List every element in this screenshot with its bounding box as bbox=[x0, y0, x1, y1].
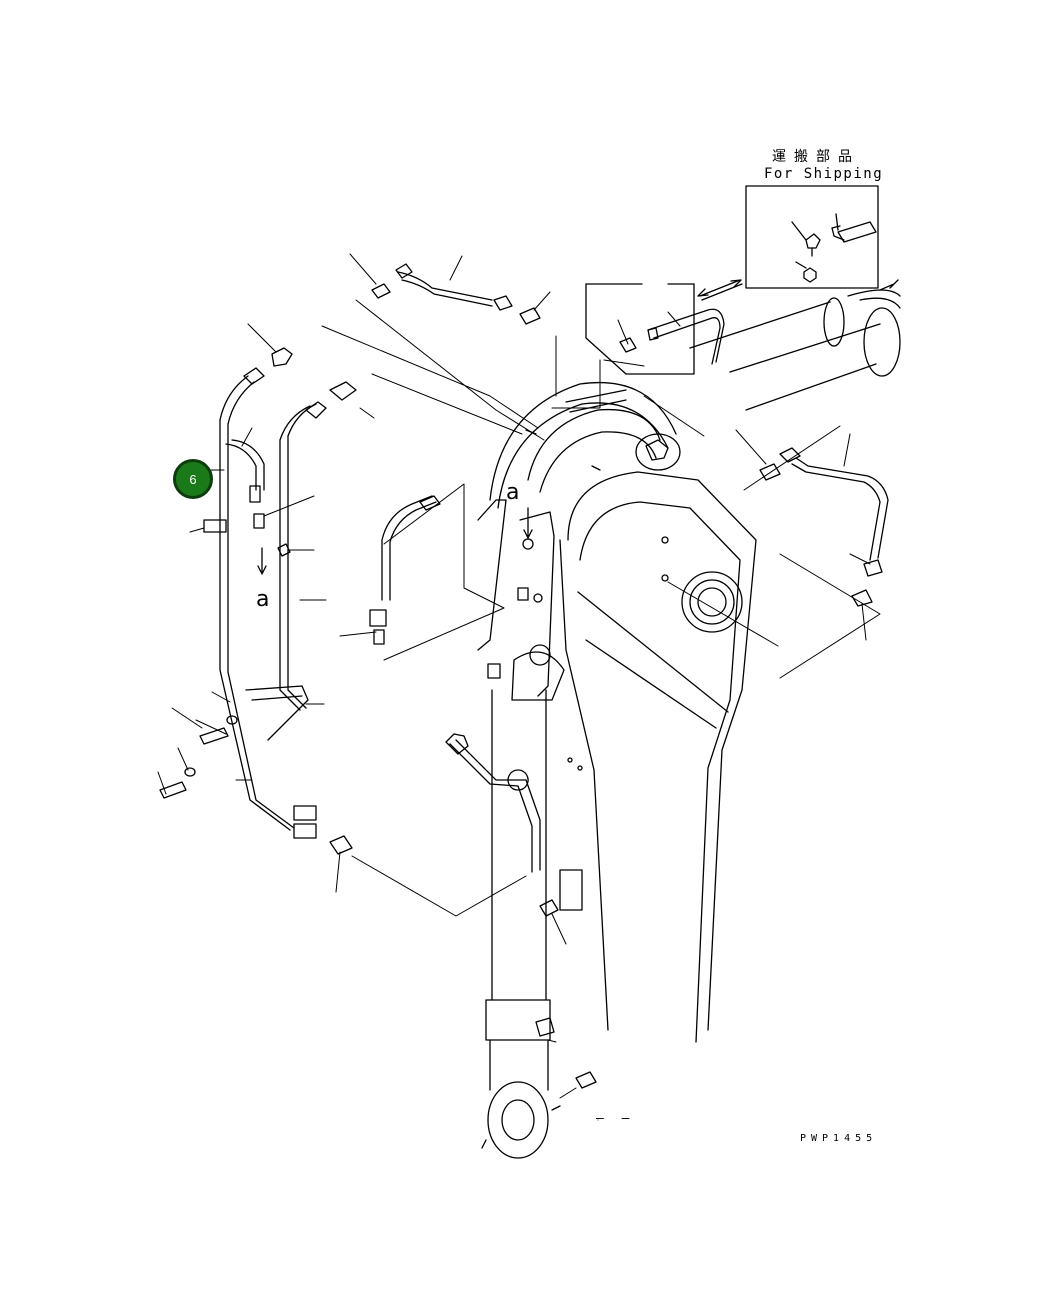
boom-cylinder bbox=[689, 279, 901, 411]
shipping-title-jp: 運搬部品 bbox=[772, 149, 860, 165]
part-callout-6[interactable]: 6 bbox=[173, 459, 213, 499]
view-a-label-lower: a bbox=[256, 587, 270, 612]
dash-mark: – – bbox=[596, 1111, 635, 1126]
arm-body bbox=[559, 471, 757, 1043]
view-arrows bbox=[257, 507, 533, 575]
drawing-code: PWP1455 bbox=[800, 1133, 878, 1144]
center-hose bbox=[381, 495, 441, 601]
shipping-parts-box bbox=[745, 185, 879, 289]
shipping-title-en: For Shipping bbox=[764, 166, 884, 182]
left-piping bbox=[219, 375, 317, 831]
left-fittings bbox=[203, 347, 387, 855]
bolts bbox=[159, 715, 238, 799]
arm-clamp-hose bbox=[445, 587, 597, 1089]
detail-box bbox=[585, 283, 725, 375]
callout-number: 6 bbox=[189, 471, 197, 487]
view-a-label-upper: a bbox=[506, 480, 520, 505]
double-arrow-icon bbox=[697, 279, 743, 301]
right-hose bbox=[759, 447, 889, 607]
top-hose bbox=[371, 263, 541, 325]
arm-cylinder bbox=[477, 499, 565, 1159]
leader-lines bbox=[157, 253, 881, 1121]
